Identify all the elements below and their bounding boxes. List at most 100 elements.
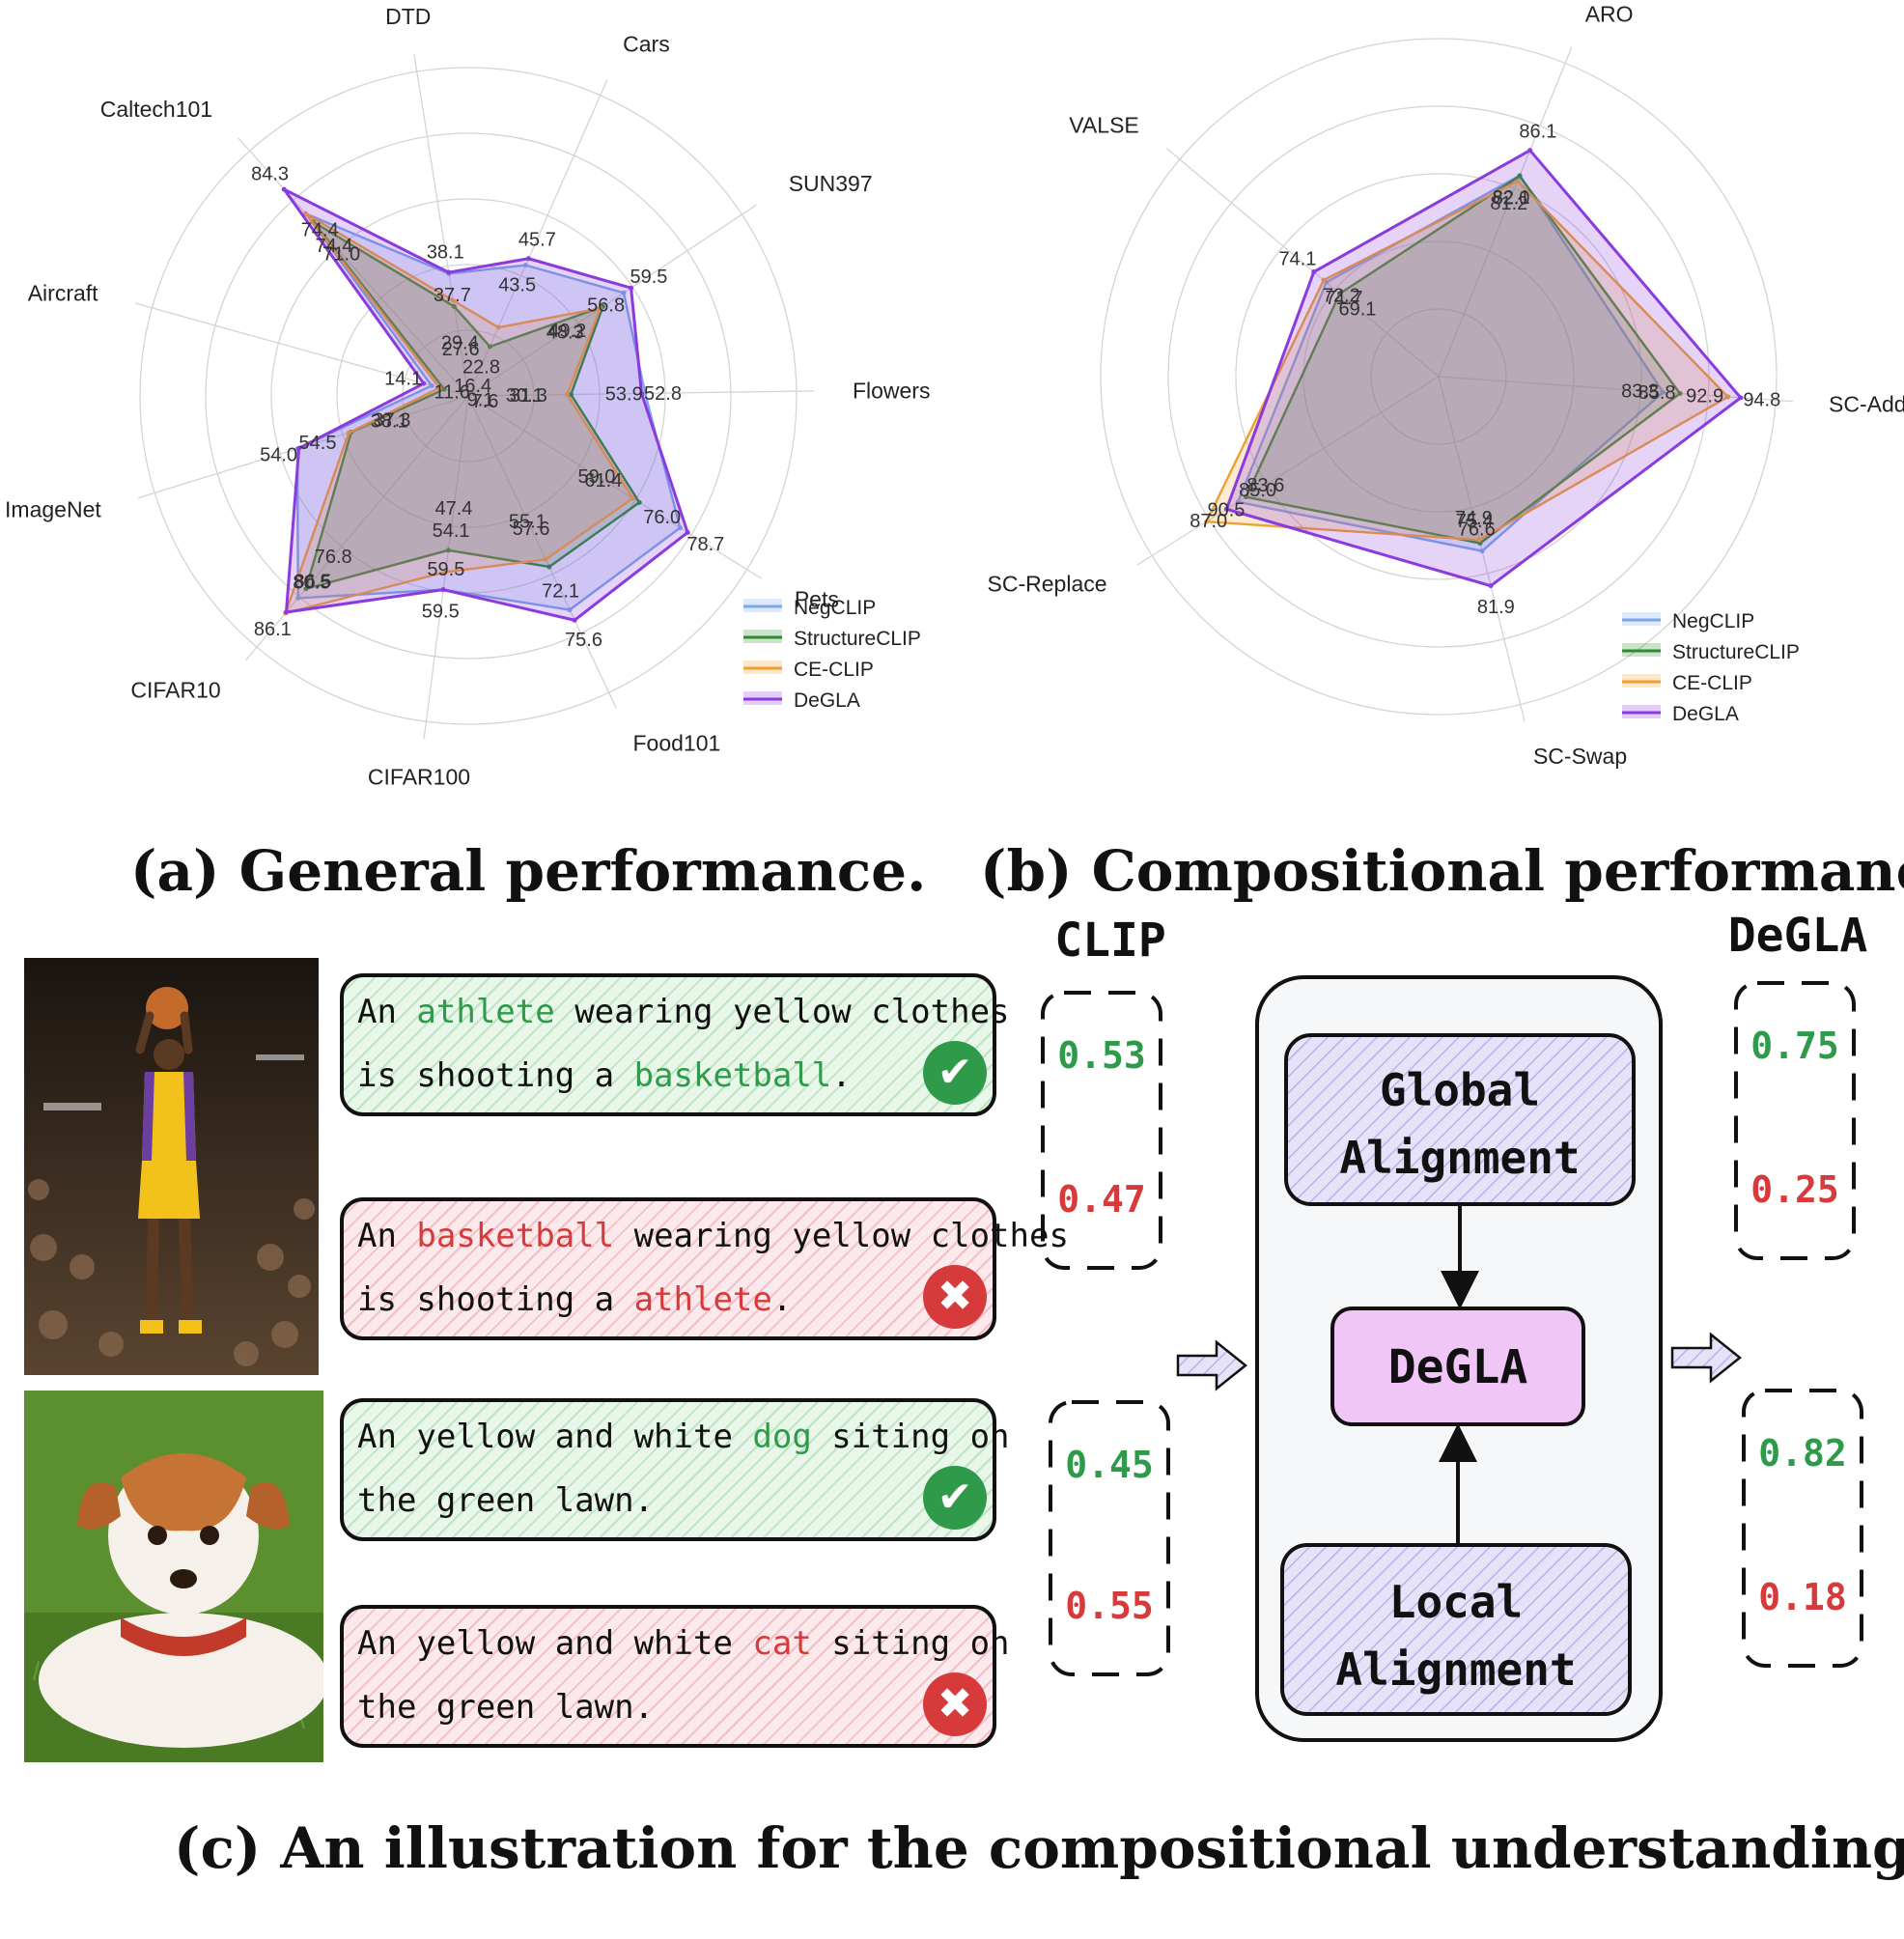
local-alignment-label: Local: [1389, 1576, 1523, 1628]
data-label: 59.5: [422, 601, 460, 622]
series-ce-clip-point: [1725, 394, 1731, 400]
data-label: 31.3: [510, 385, 547, 407]
data-label: 53.9: [605, 384, 643, 406]
series-ce-clip-point: [543, 556, 548, 562]
series-degla-point: [446, 269, 452, 275]
highlight-word: basketball: [633, 1056, 832, 1095]
axis-label: ARO: [1585, 1, 1634, 26]
grid-spoke: [1165, 147, 1440, 378]
sentence-text: siting on: [811, 1624, 1010, 1663]
series-degla-point: [281, 186, 287, 192]
data-label: 9.1: [467, 390, 494, 411]
data-label: 37.3: [373, 409, 410, 431]
series-negclip-point: [295, 595, 301, 601]
sentence-text: .: [831, 1056, 852, 1095]
caption-c: (c) An illustration for the compositiona…: [174, 1815, 1904, 1881]
series-ce-clip-polygon: [1205, 180, 1729, 542]
series-degla-point: [526, 256, 532, 262]
data-label: 43.5: [498, 275, 536, 296]
series-structureclip-point: [451, 303, 457, 309]
series-ce-clip-point: [1515, 179, 1521, 184]
series-ce-clip-point: [442, 569, 448, 575]
series-degla-point: [1738, 395, 1744, 401]
grid-spoke: [467, 395, 763, 579]
score-negative: 0.47: [1057, 1178, 1146, 1221]
series-structureclip-point: [1244, 494, 1249, 500]
sentence-line: is shooting a basketball.: [357, 1056, 852, 1095]
data-label: 61.4: [584, 470, 622, 492]
series-degla-point: [629, 285, 634, 291]
data-label: 55.1: [509, 512, 546, 533]
data-label: 74.9: [1455, 508, 1493, 529]
series-structureclip-point: [1517, 173, 1523, 179]
series-structureclip-point: [487, 344, 492, 350]
series-degla-point: [1223, 506, 1229, 512]
data-label: 29.4: [441, 333, 479, 354]
series-ce-clip-point: [1321, 277, 1327, 283]
series-negclip-point: [621, 290, 627, 295]
axis-label: SC-Add: [1829, 391, 1904, 416]
axis-label: Pets: [795, 586, 839, 611]
data-label: 80.5: [293, 573, 330, 594]
data-label: 82.0: [1492, 188, 1529, 210]
highlight-word: basketball: [416, 1217, 615, 1255]
series-degla-point: [685, 529, 690, 535]
legend-entry-degla: DeGLA: [1672, 703, 1739, 725]
data-label: 75.6: [565, 630, 602, 651]
data-label: 7.6: [472, 391, 499, 412]
axis-label: SC-Swap: [1533, 744, 1627, 769]
score-negative: 0.55: [1065, 1585, 1154, 1627]
data-label: 76.8: [315, 547, 352, 568]
score-positive: 0.45: [1065, 1444, 1154, 1486]
grid-spoke: [423, 395, 469, 740]
data-label: 38.1: [371, 410, 408, 432]
sentence-text: wearing yellow clothes: [554, 993, 1010, 1031]
sentence-text: is shooting a: [357, 1056, 634, 1095]
puppy-photo: [24, 1391, 323, 1762]
cross-icon: ✖: [923, 1265, 987, 1329]
data-label: 16.4: [454, 376, 491, 397]
sentence-line: the green lawn.: [357, 1481, 654, 1520]
grid-spoke: [1438, 376, 1794, 403]
grid-spoke: [1136, 376, 1440, 566]
series-structureclip-point: [636, 499, 642, 505]
data-label: 74.4: [315, 236, 352, 257]
degla-score-box-1: [1734, 981, 1856, 1260]
data-label: 30.1: [506, 385, 544, 407]
legend-entry-ce-clip: CE-CLIP: [1672, 672, 1752, 694]
caption-b: (b) Compositional performance: [980, 838, 1904, 904]
axis-label: Food101: [632, 731, 720, 756]
data-label: 48.3: [546, 323, 584, 344]
series-structureclip-point: [445, 548, 451, 553]
grid-spoke: [467, 395, 617, 709]
axis-label: CIFAR100: [368, 765, 470, 790]
score-positive: 0.82: [1758, 1432, 1847, 1475]
legend-entry-degla: DeGLA: [794, 689, 860, 712]
series-degla-point: [1527, 148, 1533, 154]
sentence-line: An yellow and white cat siting on: [357, 1624, 1010, 1663]
radar-chart-general: DTDCarsSUN397FlowersPetsFood101CIFAR100C…: [5, 4, 930, 790]
data-label: 83.6: [1246, 475, 1284, 496]
data-label: 83.3: [1621, 381, 1659, 403]
data-label: 85.8: [1638, 382, 1676, 404]
data-label: 94.8: [1743, 389, 1780, 410]
data-label: 14.1: [384, 368, 422, 389]
series-negclip-point: [523, 263, 529, 268]
series-ce-clip-point: [303, 211, 309, 216]
grid-spoke: [134, 302, 469, 397]
local-alignment-label: Alignment: [1335, 1644, 1576, 1696]
series-negclip-point: [1661, 389, 1666, 395]
data-label: 47.4: [435, 498, 473, 520]
series-ce-clip-point: [630, 495, 635, 501]
legend-entry-negclip: NegCLIP: [794, 597, 876, 619]
grid-ring: [205, 132, 732, 660]
series-structureclip-point: [1677, 390, 1683, 396]
sentence-line: the green lawn.: [357, 1688, 654, 1727]
series-degla-polygon: [282, 187, 689, 622]
grid-ring: [1235, 173, 1642, 580]
data-label: 27.6: [442, 339, 480, 360]
series-negclip-point: [429, 382, 434, 388]
sentence-text: the green lawn.: [357, 1481, 655, 1520]
caption-a: (a) General performance.: [130, 838, 927, 904]
